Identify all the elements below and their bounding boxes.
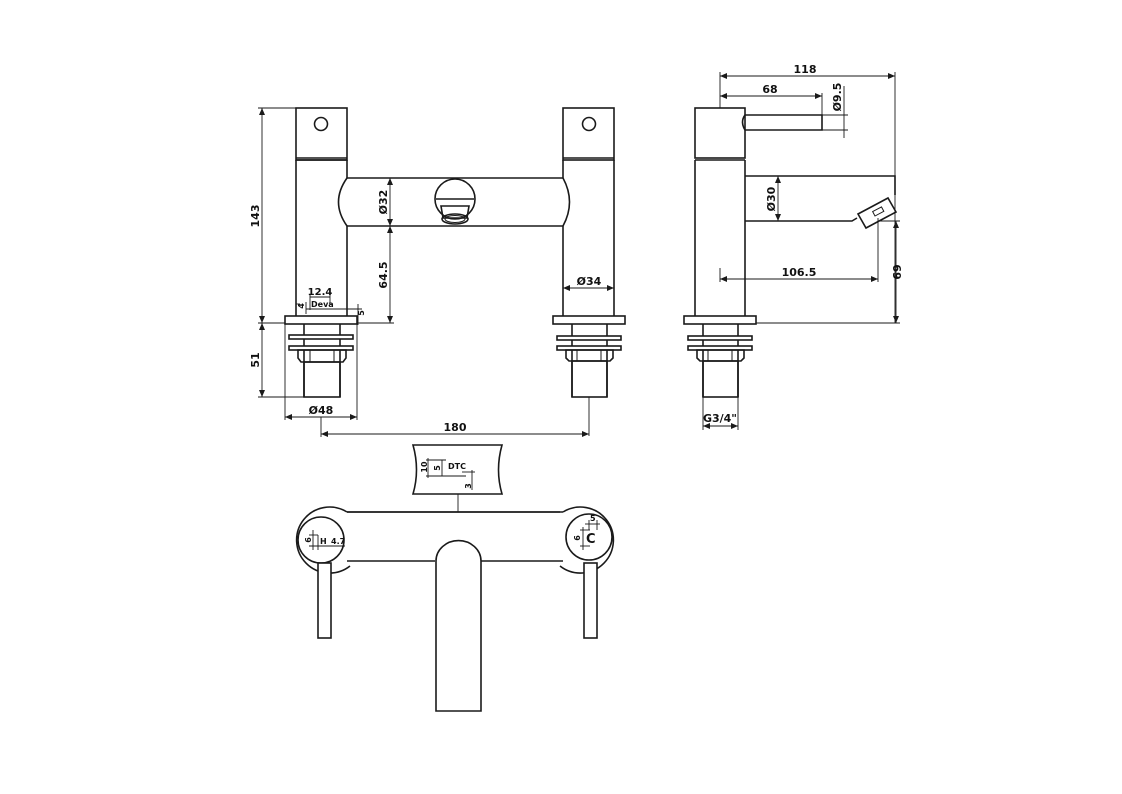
dim-label: 118: [794, 63, 817, 76]
cold-indicator-text: C: [586, 532, 596, 547]
dim-lever-length: 68: [720, 83, 823, 115]
dim-label: 5: [357, 310, 366, 316]
dim-overall-depth: 118: [719, 63, 896, 323]
dim-label: Ø48: [309, 404, 334, 417]
dim-label: G3/4": [703, 412, 737, 425]
dim-label: Ø30: [765, 186, 778, 211]
dim-label: 64.5: [377, 261, 390, 288]
top-view: 10 5 DTC 3 6 H 4.7: [295, 444, 615, 712]
dim-label: Ø9.5: [831, 83, 844, 112]
left-fixing: [284, 315, 358, 398]
dim-label: 69: [890, 264, 903, 279]
dim-label: 12.4: [308, 287, 333, 298]
dim-lever-diameter: Ø9.5: [822, 83, 848, 138]
hot-marker: 6 H 4.7: [304, 530, 345, 550]
aerator: [856, 196, 898, 230]
side-view: 118 68 Ø9.5 Ø30 106.5: [683, 63, 903, 430]
dim-label: 5: [433, 465, 442, 471]
dim-spout-height: 64.5: [357, 226, 394, 324]
dim-label: 180: [444, 421, 467, 434]
left-pillar: [295, 107, 348, 316]
dim-centres: 180: [320, 417, 589, 437]
dim-label: 5: [590, 514, 596, 523]
handle-hole-icon: [581, 116, 597, 132]
cold-marker: 5 6 C: [573, 514, 600, 550]
dim-fixing-length: 51: [249, 323, 304, 398]
dim-body-diameter: Ø34: [563, 275, 614, 291]
dim-label: 10: [420, 461, 429, 473]
dim-label: 6: [573, 535, 582, 541]
dim-label: Ø32: [377, 190, 390, 215]
dim-spout-diameter: Ø30: [765, 176, 781, 221]
spout-plan: [435, 539, 482, 712]
front-view: 143 51 Ø32 64.5 12.4 4 Deva: [249, 107, 626, 437]
dim-label: 143: [249, 205, 262, 228]
right-fixing: [552, 315, 626, 436]
dim-label: 51: [249, 352, 262, 367]
dim-label: 4.7: [331, 537, 345, 546]
dim-spout-diameter: Ø32: [377, 178, 393, 226]
hot-handle: 6 H 4.7: [295, 506, 560, 639]
dim-label: 6: [304, 537, 313, 543]
logo-text: DTC: [448, 462, 466, 471]
dim-base-detail: 12.4 4 Deva 5: [296, 287, 366, 325]
dim-label: 106.5: [782, 266, 817, 279]
dim-spout-reach: 106.5: [719, 218, 879, 282]
spout-bar: [337, 177, 571, 227]
right-pillar: [562, 107, 615, 316]
hot-indicator-text: H: [320, 537, 327, 546]
dim-label: 68: [762, 83, 777, 96]
logo-text: Deva: [311, 300, 334, 309]
dim-label: 4: [297, 303, 306, 309]
dim-overall-height: 143: [249, 107, 296, 324]
logo-detail: 10 5 DTC 3: [411, 444, 504, 512]
dim-spout-outlet-height: 69: [756, 220, 903, 324]
dim-thread: G3/4": [702, 397, 739, 430]
dim-label: 3: [464, 483, 473, 489]
cold-handle: 5 6 C: [559, 506, 615, 639]
handle-hole-icon: [313, 116, 329, 132]
dim-label: Ø34: [577, 275, 602, 288]
